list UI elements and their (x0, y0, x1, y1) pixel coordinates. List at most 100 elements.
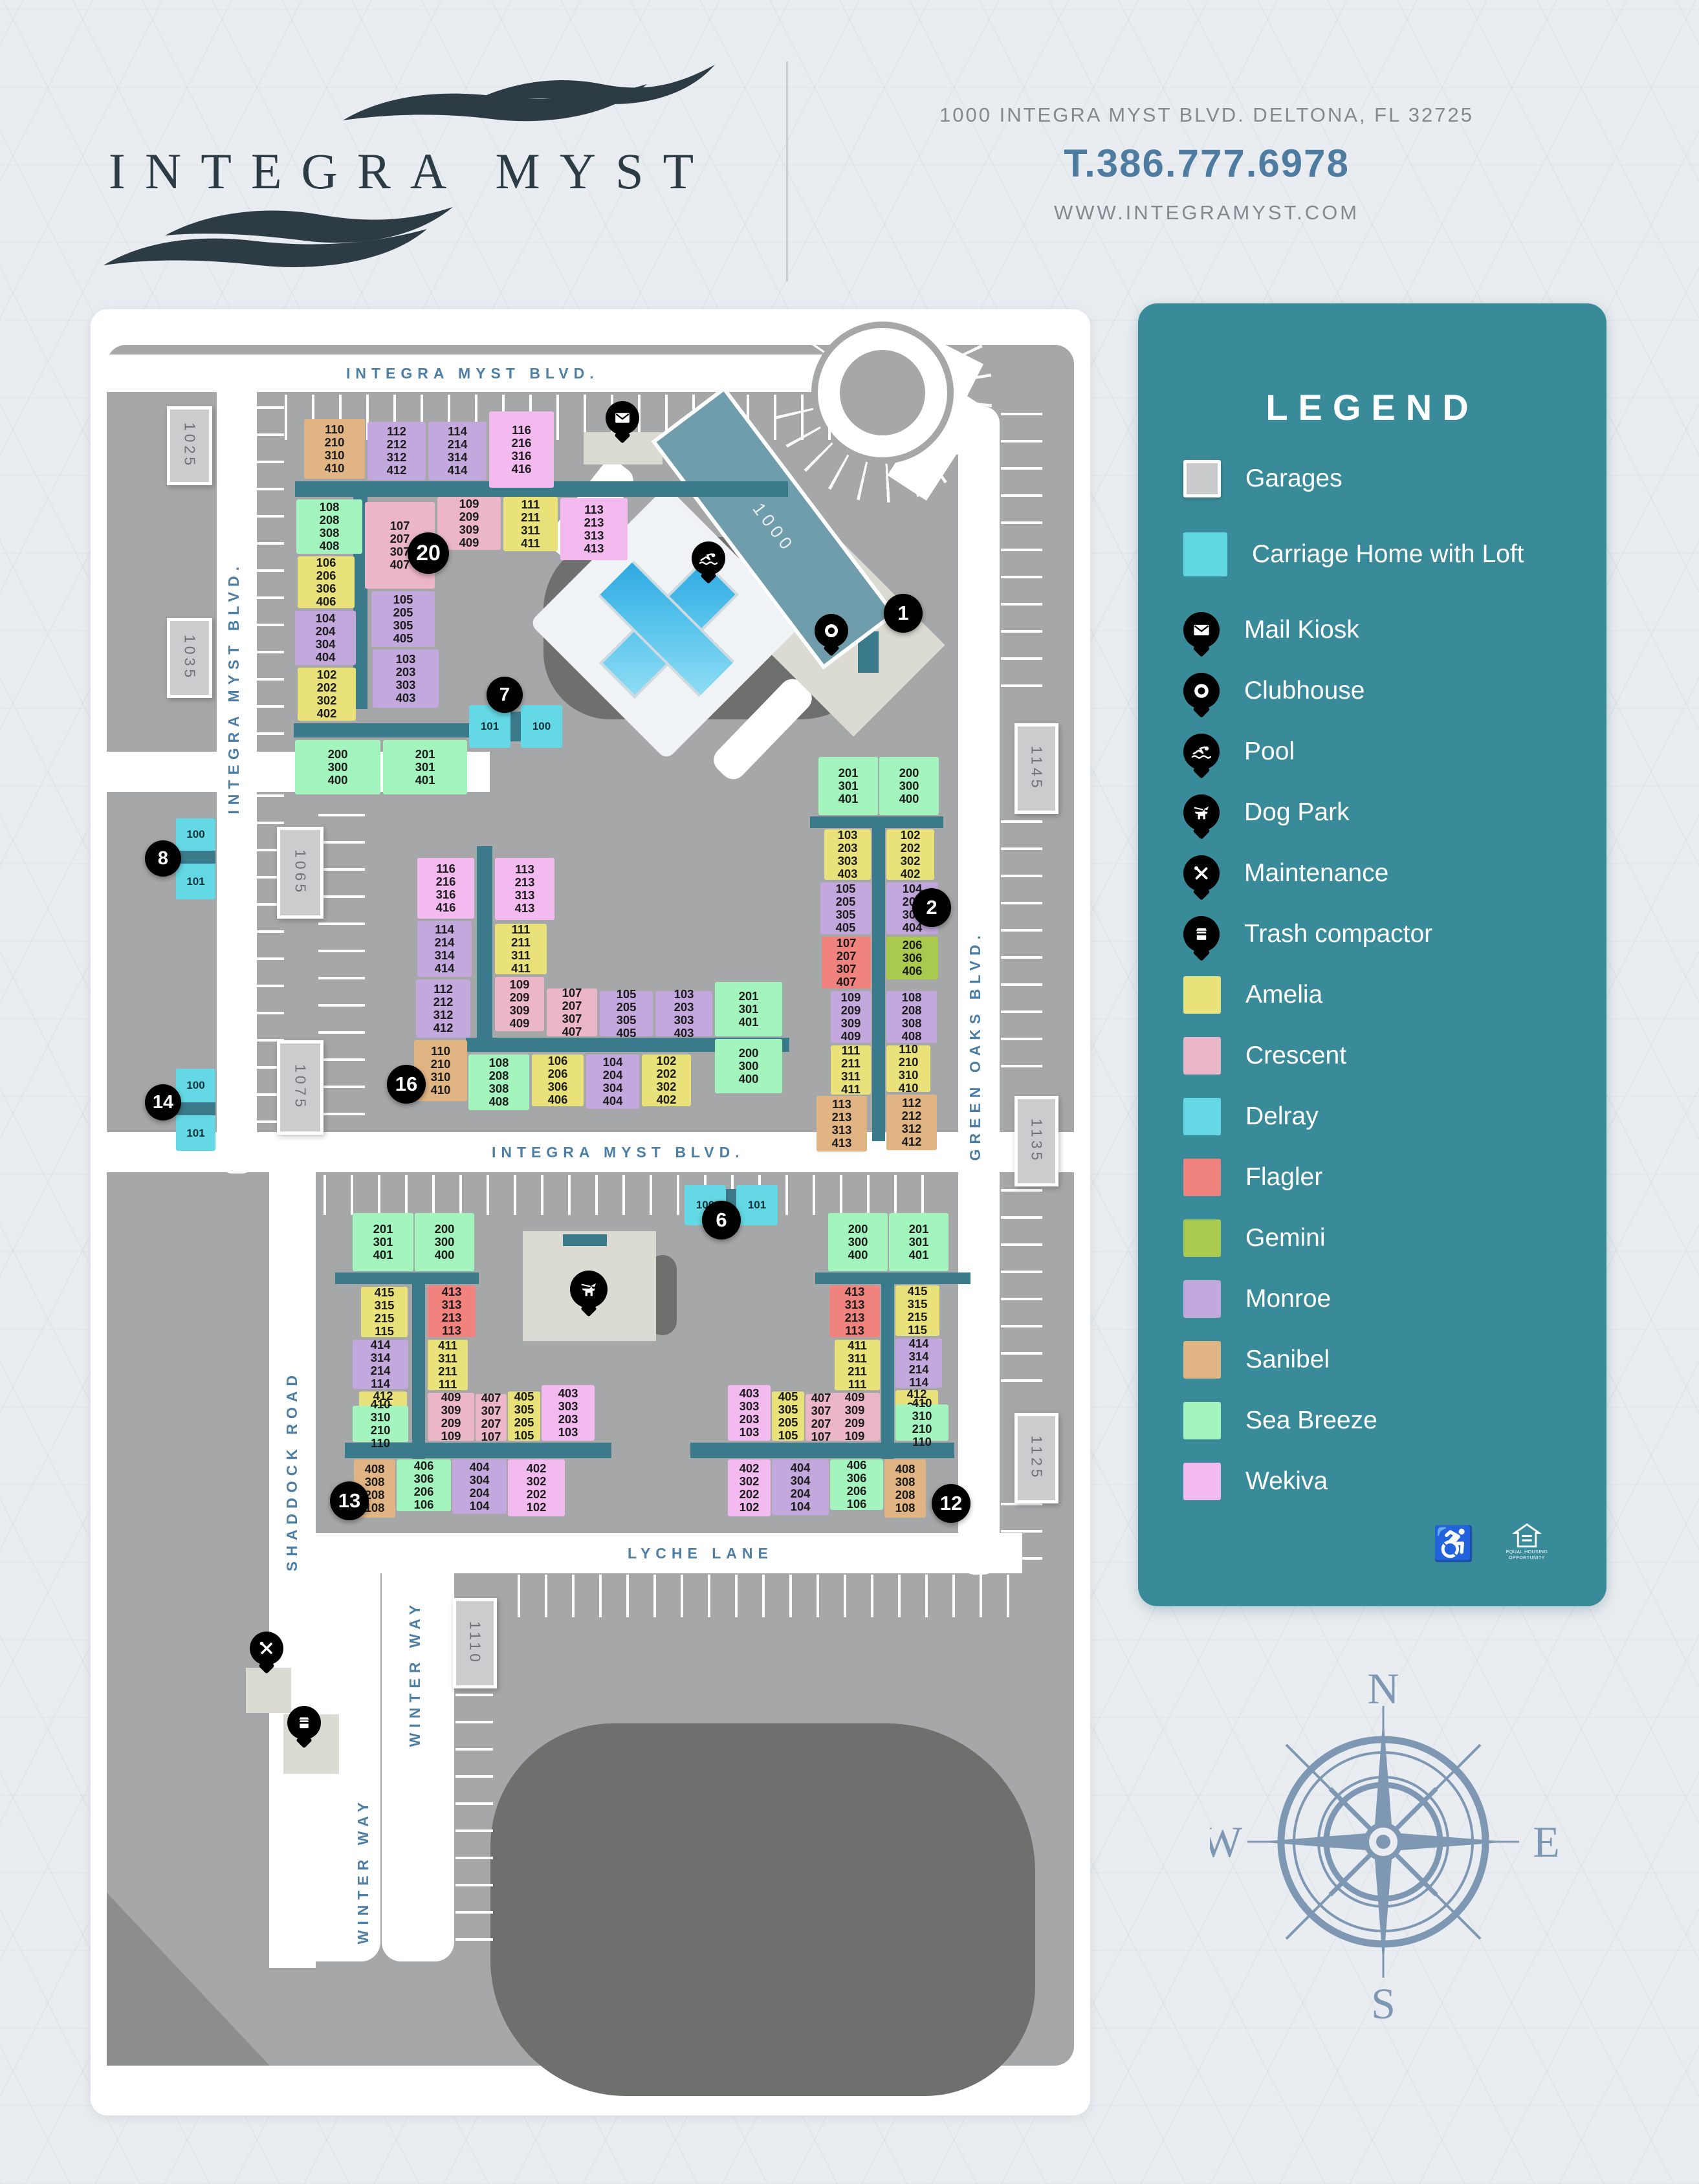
legend-item-gemini: Gemini (1183, 1208, 1587, 1269)
unit-stack: 200 300 400 (828, 1213, 888, 1271)
tools-icon (1194, 866, 1208, 880)
clubhouse-number: 1000 (749, 499, 799, 556)
sea-breeze-swatch (1183, 1402, 1221, 1439)
unit-stack: 106 206 306 406 (298, 556, 355, 608)
building-badge-16: 16 (387, 1065, 426, 1104)
dog-park-bench (563, 1234, 607, 1246)
walkway (335, 1272, 479, 1284)
garage-1125: 1125 (1014, 1413, 1058, 1503)
amelia-swatch (1183, 976, 1221, 1014)
site-map: INTEGRA MYST BLVD. INTEGRA MYST BLVD. MI… (91, 309, 1090, 2115)
legend-label: Gemini (1245, 1223, 1326, 1252)
road-winter-east (382, 1573, 454, 1961)
carriage-home-unit: 101 (176, 864, 215, 899)
wheelchair-icon: ♿ (1432, 1525, 1474, 1563)
unit-stack: 413 313 213 113 (829, 1285, 880, 1337)
unit-stack: 113 213 313 413 (495, 858, 554, 920)
legend-item-delray: Delray (1183, 1086, 1587, 1147)
location-pin-icon (1183, 673, 1220, 709)
legend-list: Garages Carriage Home with Loft Mail Kio… (1183, 448, 1587, 1512)
brand-logo: INTEGRA MYST (104, 58, 718, 278)
building-badge-8: 8 (145, 840, 181, 877)
logo-wave-top-icon (343, 65, 715, 122)
trash-icon (298, 1717, 310, 1729)
legend-label: Sanibel (1245, 1345, 1330, 1373)
unit-stack: 110 210 310 410 (886, 1043, 930, 1095)
unit-stack: 405 305 205 105 (508, 1390, 540, 1442)
legend-label: Flagler (1245, 1163, 1323, 1191)
unit-stack: 410 310 210 110 (895, 1397, 948, 1448)
phone-number: T.386.777.6978 (1064, 142, 1350, 185)
road-label-integra-mid: INTEGRA MYST BLVD. (492, 1144, 745, 1161)
unit-stack: 404 304 204 104 (772, 1459, 829, 1515)
trash-compactor-pin (287, 1706, 321, 1740)
walkway (294, 723, 511, 737)
carriage-home-unit: 101 (736, 1185, 778, 1225)
unit-stack: 112 212 312 412 (416, 979, 470, 1038)
compass-e: E (1533, 1817, 1560, 1866)
compass-s: S (1371, 1979, 1396, 2028)
carriage-connector (510, 712, 521, 741)
unit-stack: 102 202 302 402 (642, 1054, 691, 1106)
unit-stack: 112 212 312 412 (886, 1095, 937, 1150)
tools-pin-icon (1183, 855, 1220, 891)
garage-1065: 1065 (277, 827, 323, 919)
unit-stack: 410 310 210 110 (353, 1398, 408, 1450)
maintenance-pin (250, 1632, 283, 1665)
mail-icon (615, 413, 630, 423)
road-label-integra-top: INTEGRA MYST BLVD. (346, 365, 599, 382)
location-icon (1194, 684, 1209, 698)
unit-stack: 402 302 202 102 (728, 1459, 771, 1516)
parking-stalls (323, 1175, 932, 1215)
location-icon (824, 624, 839, 638)
accessibility-icons: ♿ EQUAL HOUSING OPPORTUNITY (1138, 1523, 1606, 1561)
parking-stalls (257, 406, 284, 743)
unit-stack: 404 304 204 104 (452, 1459, 507, 1514)
unit-stack: 405 305 205 105 (772, 1390, 804, 1442)
unit-stack: 105 205 305 405 (820, 882, 871, 934)
unit-stack: 108 208 308 408 (468, 1054, 529, 1110)
walkway (412, 1272, 425, 1459)
unit-stack: 411 311 211 111 (428, 1339, 468, 1391)
legend-item-pool: Pool (1183, 721, 1587, 782)
sanibel-swatch (1183, 1341, 1221, 1379)
unit-stack: 407 307 207 107 (806, 1392, 837, 1443)
legend-title: LEGEND (1266, 387, 1479, 428)
equal-housing-icon: EQUAL HOUSING OPPORTUNITY (1504, 1523, 1550, 1561)
legend-item-sea-breeze: Sea Breeze (1183, 1390, 1587, 1451)
dog-park-pin (570, 1271, 608, 1308)
unit-stack: 113 213 313 413 (560, 498, 628, 560)
unit-stack: 402 302 202 102 (508, 1459, 565, 1516)
parking-stalls (1001, 1189, 1042, 1403)
legend-item-amelia: Amelia (1183, 965, 1587, 1025)
unit-stack: 403 303 203 103 (728, 1385, 771, 1441)
legend-label: Mail Kiosk (1244, 615, 1359, 644)
unit-stack: 411 311 211 111 (835, 1339, 880, 1391)
legend-item-flagler: Flagler (1183, 1147, 1587, 1208)
wekiva-swatch (1183, 1463, 1221, 1500)
unit-stack: 104 204 304 404 (586, 1054, 639, 1109)
unit-stack: 407 307 207 107 (476, 1392, 507, 1443)
gemini-swatch (1183, 1219, 1221, 1257)
unit-stack: 106 206 306 406 (532, 1054, 584, 1106)
unit-stack: 406 306 206 106 (397, 1459, 451, 1511)
parking-stalls (1001, 413, 1042, 710)
pond-lower (490, 1723, 1035, 2096)
carriage-home-unit: 100 (521, 705, 562, 748)
unit-stack: 201 301 401 (889, 1213, 948, 1271)
walkway (872, 816, 885, 1141)
pool-pin (692, 541, 725, 575)
delray-swatch (1183, 1098, 1221, 1135)
website: WWW.INTEGRAMYST.COM (1053, 201, 1360, 224)
unit-stack: 113 213 313 413 (817, 1096, 867, 1152)
dog-icon (1194, 806, 1209, 820)
building-badge-20: 20 (408, 532, 449, 574)
legend-label: Crescent (1245, 1041, 1347, 1069)
garage-1075: 1075 (277, 1040, 323, 1135)
legend-label: Dog Park (1244, 798, 1350, 826)
unit-stack: 201 301 401 (383, 740, 467, 794)
unit-stack: 415 315 215 115 (361, 1286, 408, 1338)
parking-stalls (1001, 820, 1042, 1079)
unit-stack: 112 212 312 412 (367, 422, 426, 480)
unit-stack: 103 203 303 403 (373, 650, 439, 708)
